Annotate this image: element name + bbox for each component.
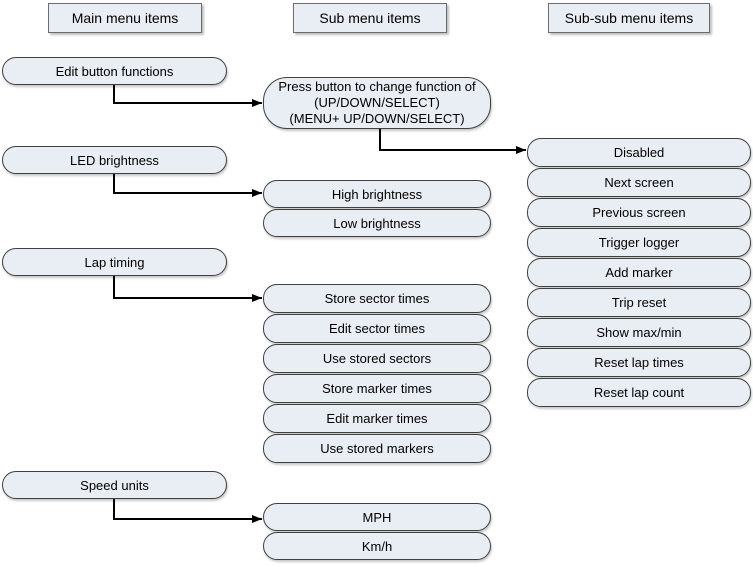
press-button-line-3: (MENU+ UP/DOWN/SELECT) [289,111,465,126]
node-show-max-min: Show max/min [527,318,751,347]
header-sub-menu: Sub menu items [293,3,447,33]
node-edit-button-functions: Edit button functions [2,57,227,85]
node-store-sector-times: Store sector times [263,284,491,313]
press-button-line-2: (UP/DOWN/SELECT) [314,95,440,110]
node-previous-screen: Previous screen [527,198,751,227]
node-use-stored-markers: Use stored markers [263,434,491,463]
node-mph: MPH [263,503,491,531]
connector-press-to-disabled [379,129,526,154]
node-trip-reset: Trip reset [527,288,751,317]
node-low-brightness: Low brightness [263,209,491,237]
connector-speed-to-mph [113,499,262,523]
node-lap-timing: Lap timing [2,248,227,276]
header-sub-sub-menu: Sub-sub menu items [548,3,710,33]
node-edit-sector-times: Edit sector times [263,314,491,343]
node-kmh: Km/h [263,532,491,560]
node-edit-marker-times: Edit marker times [263,404,491,433]
node-trigger-logger: Trigger logger [527,228,751,257]
node-press-button-function: Press button to change function of (UP/D… [263,77,491,129]
connector-led-to-high-brightness [113,174,262,197]
connector-edit-button-to-press [113,85,262,107]
header-main-menu: Main menu items [48,3,202,33]
node-high-brightness: High brightness [263,180,491,208]
connector-lap-to-store-sector [113,276,262,302]
press-button-line-1: Press button to change function of [278,79,476,94]
node-next-screen: Next screen [527,168,751,197]
node-store-marker-times: Store marker times [263,374,491,403]
node-speed-units: Speed units [2,471,227,499]
node-disabled: Disabled [527,138,751,167]
node-add-marker: Add marker [527,258,751,287]
node-led-brightness: LED brightness [2,146,227,174]
node-reset-lap-times: Reset lap times [527,348,751,377]
node-reset-lap-count: Reset lap count [527,378,751,407]
node-use-stored-sectors: Use stored sectors [263,344,491,373]
